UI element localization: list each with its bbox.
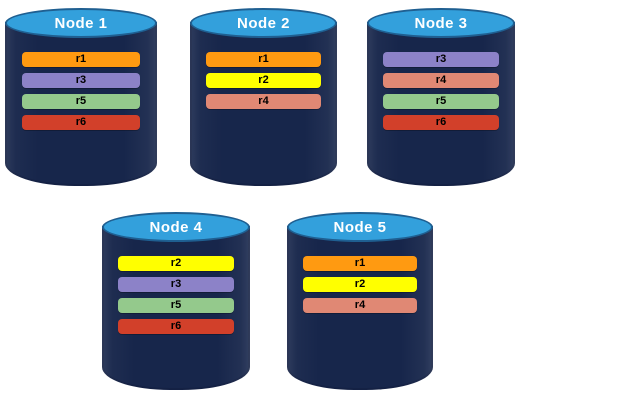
node-cylinder-3[interactable]: Node 3 r3 r4 r5 r6 [367,8,515,186]
replica-row-list: r3 r4 r5 r6 [367,52,515,130]
replica-label: r2 [258,74,269,86]
replica-label: r6 [75,116,87,128]
node-label: Node 4 [149,218,203,236]
replica-label: r2 [170,257,182,269]
cylinder-top-ellipse: Node 1 [5,8,157,38]
replica-label: r4 [258,95,269,107]
replica-row[interactable]: r4 [206,94,321,109]
replica-row[interactable]: r2 [206,73,321,88]
replica-row[interactable]: r2 [118,256,234,271]
replica-label: r1 [258,53,269,65]
replica-label: r5 [75,95,87,107]
replica-label: r3 [170,278,182,290]
replica-row[interactable]: r1 [206,52,321,67]
replica-row[interactable]: r1 [303,256,417,271]
replica-label: r6 [170,320,182,332]
node-label: Node 3 [414,14,468,32]
replica-row[interactable]: r3 [118,277,234,292]
replica-row[interactable]: r2 [303,277,417,292]
replica-row-list: r2 r3 r5 r6 [102,256,250,334]
replica-row[interactable]: r5 [21,94,141,109]
node-label: Node 1 [54,14,108,32]
replica-row[interactable]: r3 [383,52,499,67]
replica-label: r5 [170,299,182,311]
replica-row[interactable]: r1 [21,52,141,67]
replica-row-list: r1 r2 r4 [287,256,433,313]
node-cylinder-5[interactable]: Node 5 r1 r2 r4 [287,212,433,390]
replica-label: r2 [354,278,366,290]
cylinder-top-ellipse: Node 4 [102,212,250,242]
replica-label: r3 [75,74,87,86]
node-label: Node 2 [236,14,290,32]
replica-row-list: r1 r2 r4 [190,52,337,109]
node-label: Node 5 [333,218,387,236]
replica-row[interactable]: r6 [118,319,234,334]
replica-row-list: r1 r3 r5 r6 [5,52,157,130]
replica-label: r4 [435,74,447,86]
node-cylinder-2[interactable]: Node 2 r1 r2 r4 [190,8,337,186]
replica-row[interactable]: r5 [118,298,234,313]
replica-row[interactable]: r4 [303,298,417,313]
cylinder-top-ellipse: Node 3 [367,8,515,38]
replica-label: r1 [75,53,87,65]
replica-row[interactable]: r6 [21,115,141,130]
replica-label: r6 [435,116,447,128]
replica-label: r3 [435,53,447,65]
replica-row[interactable]: r4 [383,73,499,88]
replica-label: r5 [435,95,447,107]
node-cylinder-1[interactable]: Node 1 r1 r3 r5 r6 [5,8,157,186]
replica-row[interactable]: r3 [21,73,141,88]
replica-row[interactable]: r5 [383,94,499,109]
cylinder-top-ellipse: Node 2 [190,8,337,38]
replica-row[interactable]: r6 [383,115,499,130]
node-cylinder-4[interactable]: Node 4 r2 r3 r5 r6 [102,212,250,390]
replica-label: r4 [354,299,366,311]
cylinder-top-ellipse: Node 5 [287,212,433,242]
replica-label: r1 [354,257,366,269]
